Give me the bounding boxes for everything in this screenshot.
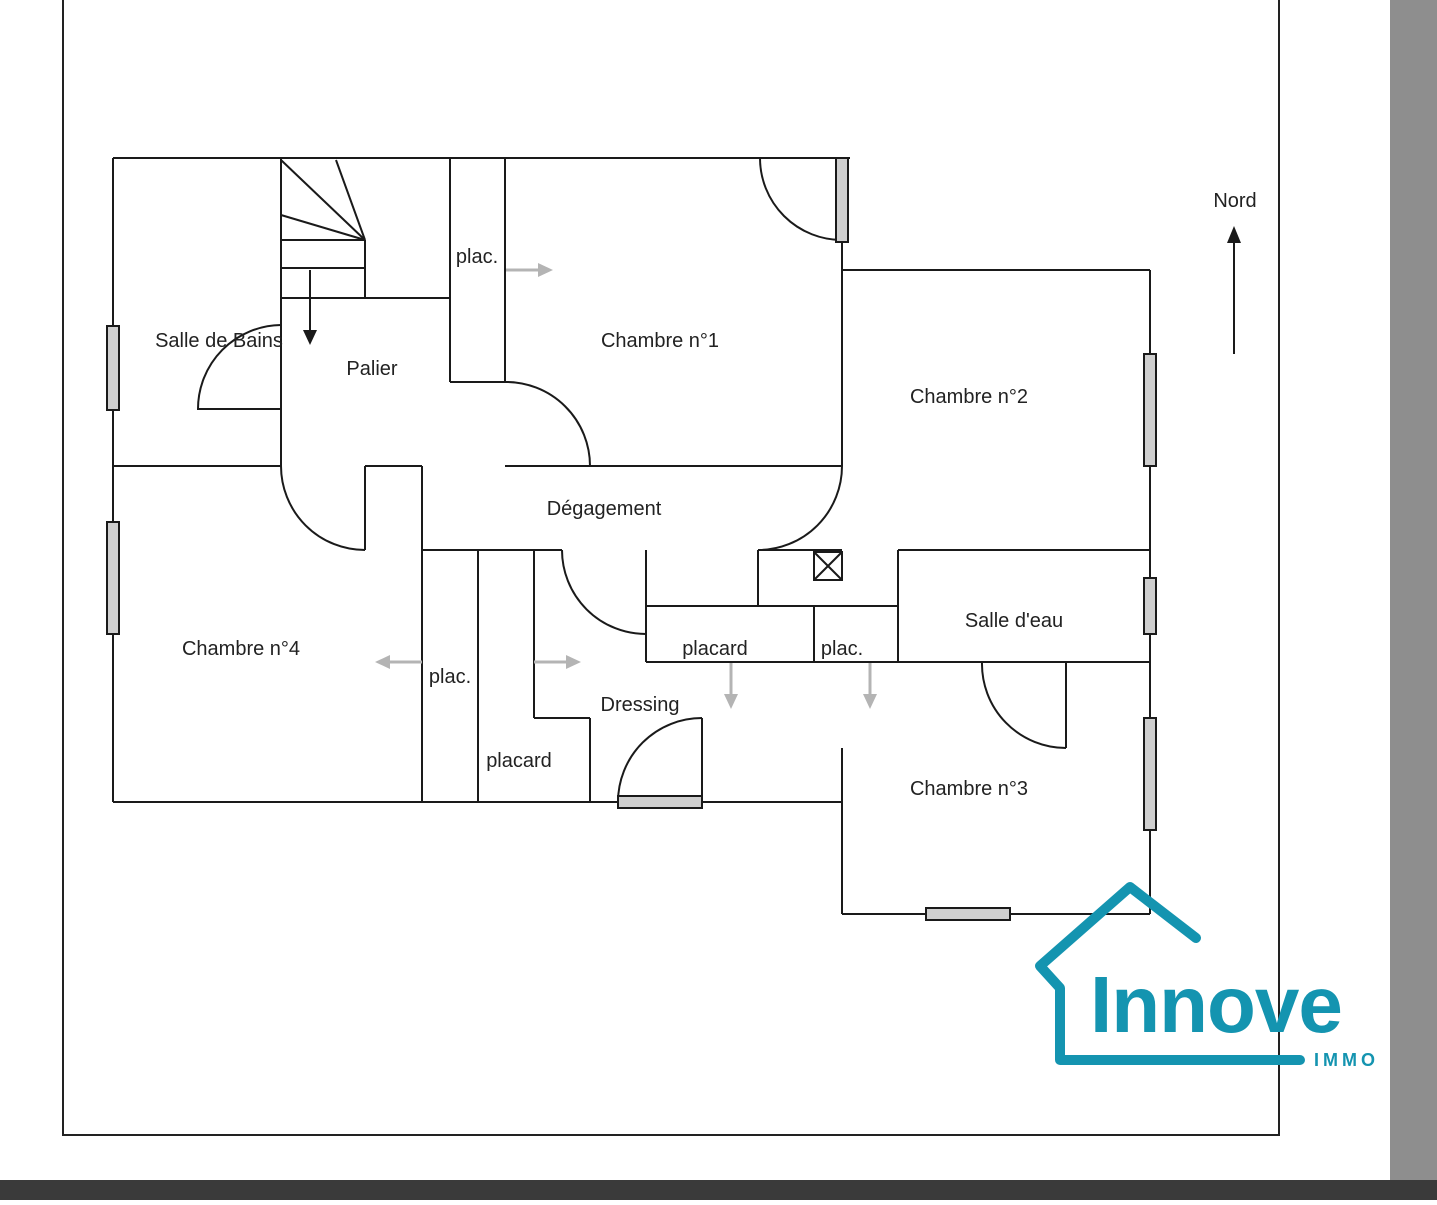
room-chambre-2: Chambre n°2 <box>910 386 1028 408</box>
door-swings <box>196 157 1067 803</box>
stair-arrow <box>303 270 317 345</box>
document-frame <box>62 0 1280 1136</box>
innove-immo-logo: Innove IMMO <box>1035 882 1379 1070</box>
north-label: Nord <box>1213 190 1256 212</box>
closet-placard-center: placard <box>682 638 748 660</box>
room-salle-deau: Salle d'eau <box>965 610 1063 632</box>
room-chambre-3: Chambre n°3 <box>910 778 1028 800</box>
room-chambre-1: Chambre n°1 <box>601 330 719 352</box>
closet-placard-bottom: placard <box>486 750 552 772</box>
room-chambre-4: Chambre n°4 <box>182 638 300 660</box>
room-dressing: Dressing <box>601 694 680 716</box>
room-salle-de-bains: Salle de Bains <box>155 330 283 352</box>
logo-tagline: IMMO <box>1314 1050 1379 1070</box>
vertical-scrollbar[interactable] <box>1390 0 1437 1180</box>
closet-plac-top: plac. <box>456 246 498 268</box>
north-arrow-icon <box>1227 226 1241 354</box>
logo-house-outline <box>1035 882 1305 1065</box>
room-degagement: Dégagement <box>547 498 662 520</box>
windows <box>106 157 1157 921</box>
logo-wordmark: Innove <box>1090 960 1342 1049</box>
closet-plac-left: plac. <box>429 666 471 688</box>
closet-plac-right: plac. <box>821 638 863 660</box>
room-labels: Salle de Bains Palier Chambre n°1 Chambr… <box>155 246 1063 800</box>
room-palier: Palier <box>346 358 397 380</box>
ventilation-icon <box>813 551 843 581</box>
placard-opening-arrows <box>375 263 877 709</box>
bottom-strip <box>0 1180 1437 1200</box>
walls <box>112 157 1151 915</box>
